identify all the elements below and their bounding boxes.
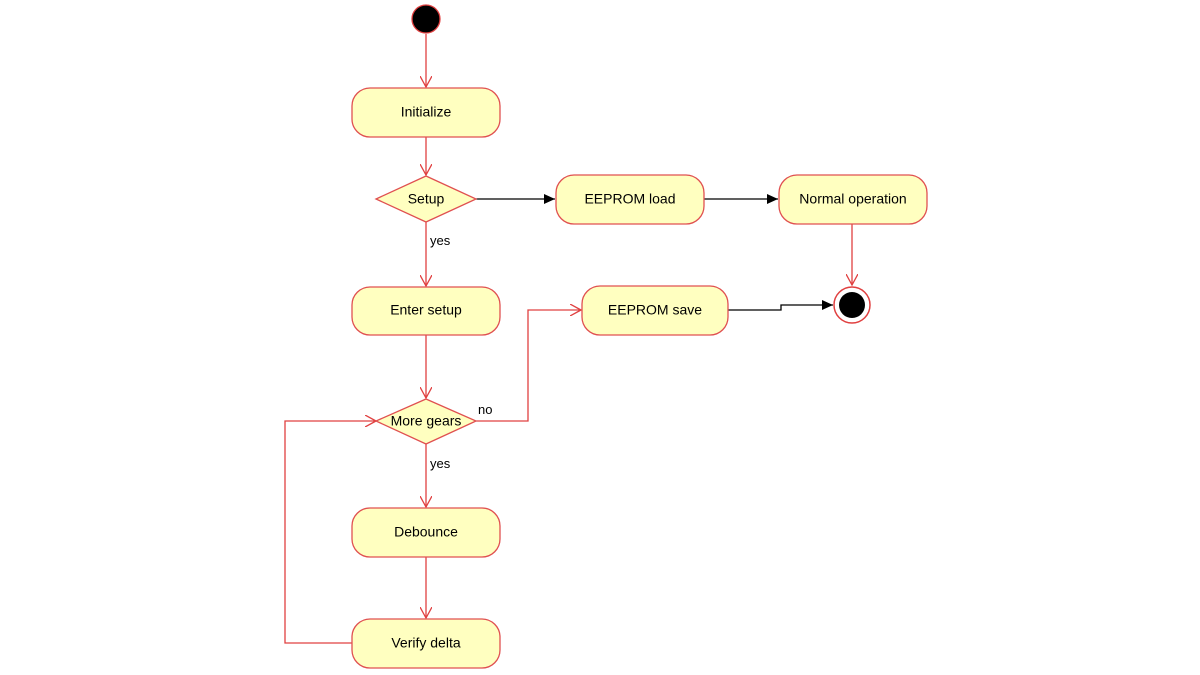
action-enter-setup-label: Enter setup [390, 302, 462, 318]
action-eeprom-load-label: EEPROM load [584, 191, 675, 207]
action-eeprom-load: EEPROM load [555, 174, 705, 225]
decision-setup-label: Setup [408, 191, 445, 207]
decision-setup: Setup [374, 175, 478, 223]
edge-more-gears-to-eeprom-save [476, 310, 581, 422]
action-debounce-label: Debounce [394, 524, 458, 540]
action-verify-delta: Verify delta [351, 618, 501, 669]
action-debounce: Debounce [351, 507, 501, 558]
edge-label-more-gears-yes: yes [430, 456, 451, 471]
action-normal-operation: Normal operation [778, 174, 928, 225]
action-normal-operation-label: Normal operation [799, 191, 906, 207]
decision-more-gears: More gears [374, 398, 478, 445]
action-initialize: Initialize [351, 87, 501, 138]
decision-more-gears-label: More gears [391, 413, 462, 429]
action-eeprom-save: EEPROM save [581, 285, 729, 336]
action-initialize-label: Initialize [401, 104, 452, 120]
end-node [833, 286, 871, 324]
edge-label-more-gears-no: no [478, 402, 492, 417]
action-enter-setup: Enter setup [351, 286, 501, 336]
start-node [411, 4, 441, 34]
edge-label-setup-yes: yes [430, 233, 451, 248]
action-verify-delta-label: Verify delta [391, 635, 460, 651]
edge-verify-delta-loop-to-more-gears [284, 421, 376, 644]
edge-eeprom-save-to-end [728, 300, 833, 311]
edges [284, 34, 852, 644]
action-eeprom-save-label: EEPROM save [608, 302, 702, 318]
